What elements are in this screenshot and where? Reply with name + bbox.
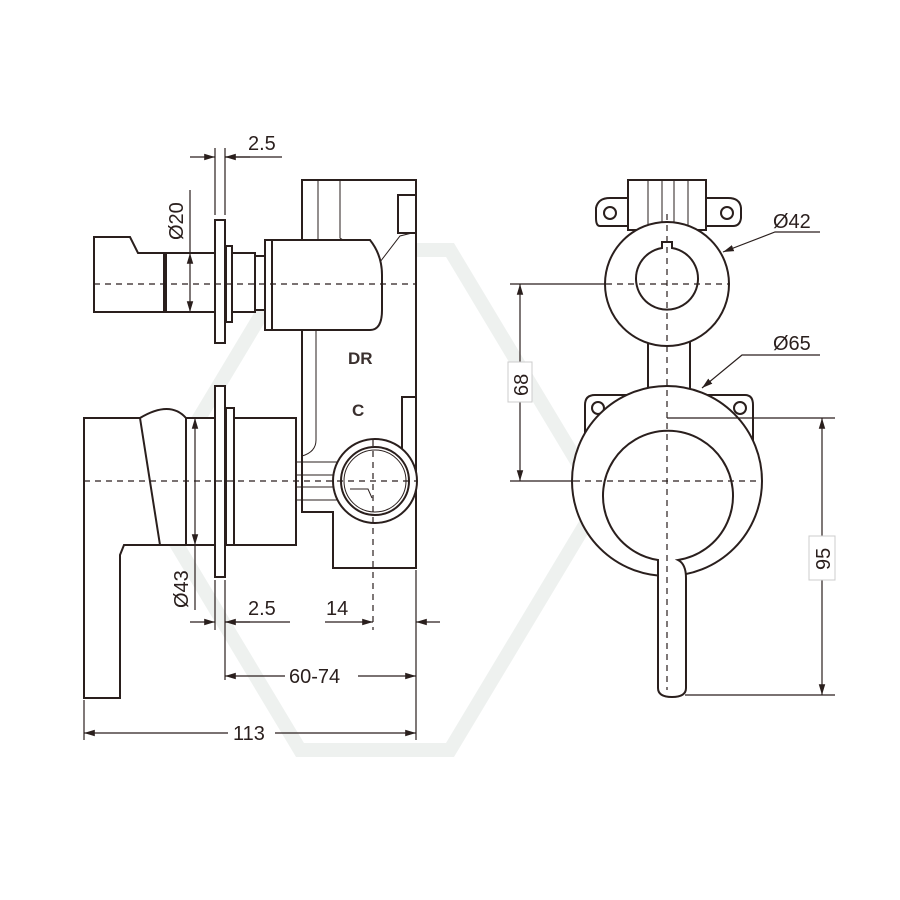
marking-c: C (352, 401, 364, 420)
front-view: 68 95 Ø42 Ø65 (507, 179, 836, 699)
marking-dr: DR (348, 349, 373, 368)
front-dimension-lines (510, 231, 835, 696)
dim-handle-length: 95 (813, 548, 835, 570)
side-view: DR C 2.5 Ø20 (83, 133, 440, 745)
dim-stem-diameter: Ø20 (166, 202, 188, 240)
dim-outlet-offset: 14 (326, 598, 348, 620)
dim-mixer-plate: Ø65 (773, 333, 811, 355)
dim-overall-depth: 113 (233, 723, 265, 745)
dim-flange-top: 2.5 (248, 133, 276, 155)
diverter-stem (93, 219, 273, 344)
dim-centre-spacing: 68 (511, 374, 533, 396)
diverter-hole (635, 241, 699, 311)
dim-diverter-plate: Ø42 (773, 211, 811, 233)
dimension-lines (83, 148, 440, 740)
dim-cylinder-diameter: Ø43 (171, 570, 193, 608)
mixer-lever (602, 429, 734, 699)
mixer-handle (83, 385, 297, 699)
dim-wall-depth: 60-74 (289, 666, 340, 688)
dim-flange-bottom: 2.5 (248, 598, 276, 620)
